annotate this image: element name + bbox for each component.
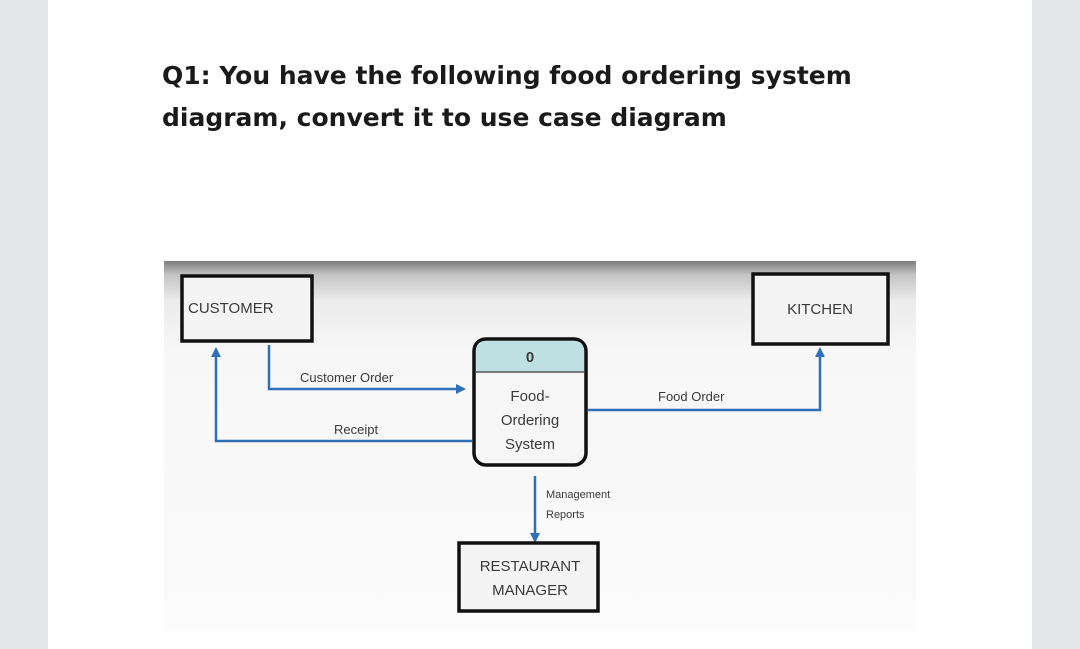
entity-kitchen-box — [751, 272, 890, 346]
flow-management-reports-label-line1: Management — [546, 489, 610, 501]
flow-receipt: Receipt — [211, 347, 472, 443]
question-text: Q1: You have the following food ordering… — [162, 55, 882, 139]
entity-customer-box — [180, 274, 314, 343]
flow-customer-order: Customer Order — [267, 345, 466, 394]
entity-restaurant-manager-label-line1: RESTAURANT — [480, 558, 581, 575]
entity-customer-label: CUSTOMER — [188, 300, 274, 317]
flow-food-order-label: Food Order — [658, 389, 725, 404]
process-label-line3: System — [505, 436, 555, 453]
flow-receipt-label: Receipt — [334, 422, 378, 437]
entity-restaurant-manager: RESTAURANT MANAGER — [457, 541, 600, 613]
flow-customer-order-line — [267, 345, 466, 394]
flow-management-reports-label-line2: Reports — [546, 509, 585, 521]
flow-receipt-line — [211, 347, 472, 443]
flow-customer-order-label: Customer Order — [300, 370, 394, 385]
entity-restaurant-manager-label-line2: MANAGER — [492, 582, 568, 599]
entity-restaurant-manager-box — [457, 541, 600, 613]
process-label-line2: Ordering — [501, 412, 559, 429]
process-number: 0 — [526, 349, 534, 366]
process-header — [476, 341, 584, 372]
flow-food-order: Food Order — [588, 347, 825, 412]
flow-management-reports: Management Reports — [530, 476, 610, 543]
entity-kitchen: KITCHEN — [751, 272, 890, 346]
entity-customer: CUSTOMER — [180, 274, 314, 343]
diagram-svg: Customer Order Receipt Food Order Manage… — [180, 272, 890, 613]
entity-kitchen-label: KITCHEN — [787, 301, 853, 318]
process-label-line1: Food- — [510, 388, 549, 405]
question-line-2: diagram, convert it to use case diagram — [162, 103, 727, 132]
data-flow-diagram: Customer Order Receipt Food Order Manage… — [164, 261, 916, 630]
question-line-1: Q1: You have the following food ordering… — [162, 61, 852, 90]
flow-food-order-line — [588, 347, 825, 412]
process-food-ordering-system: 0 Food- Ordering System — [472, 337, 588, 467]
